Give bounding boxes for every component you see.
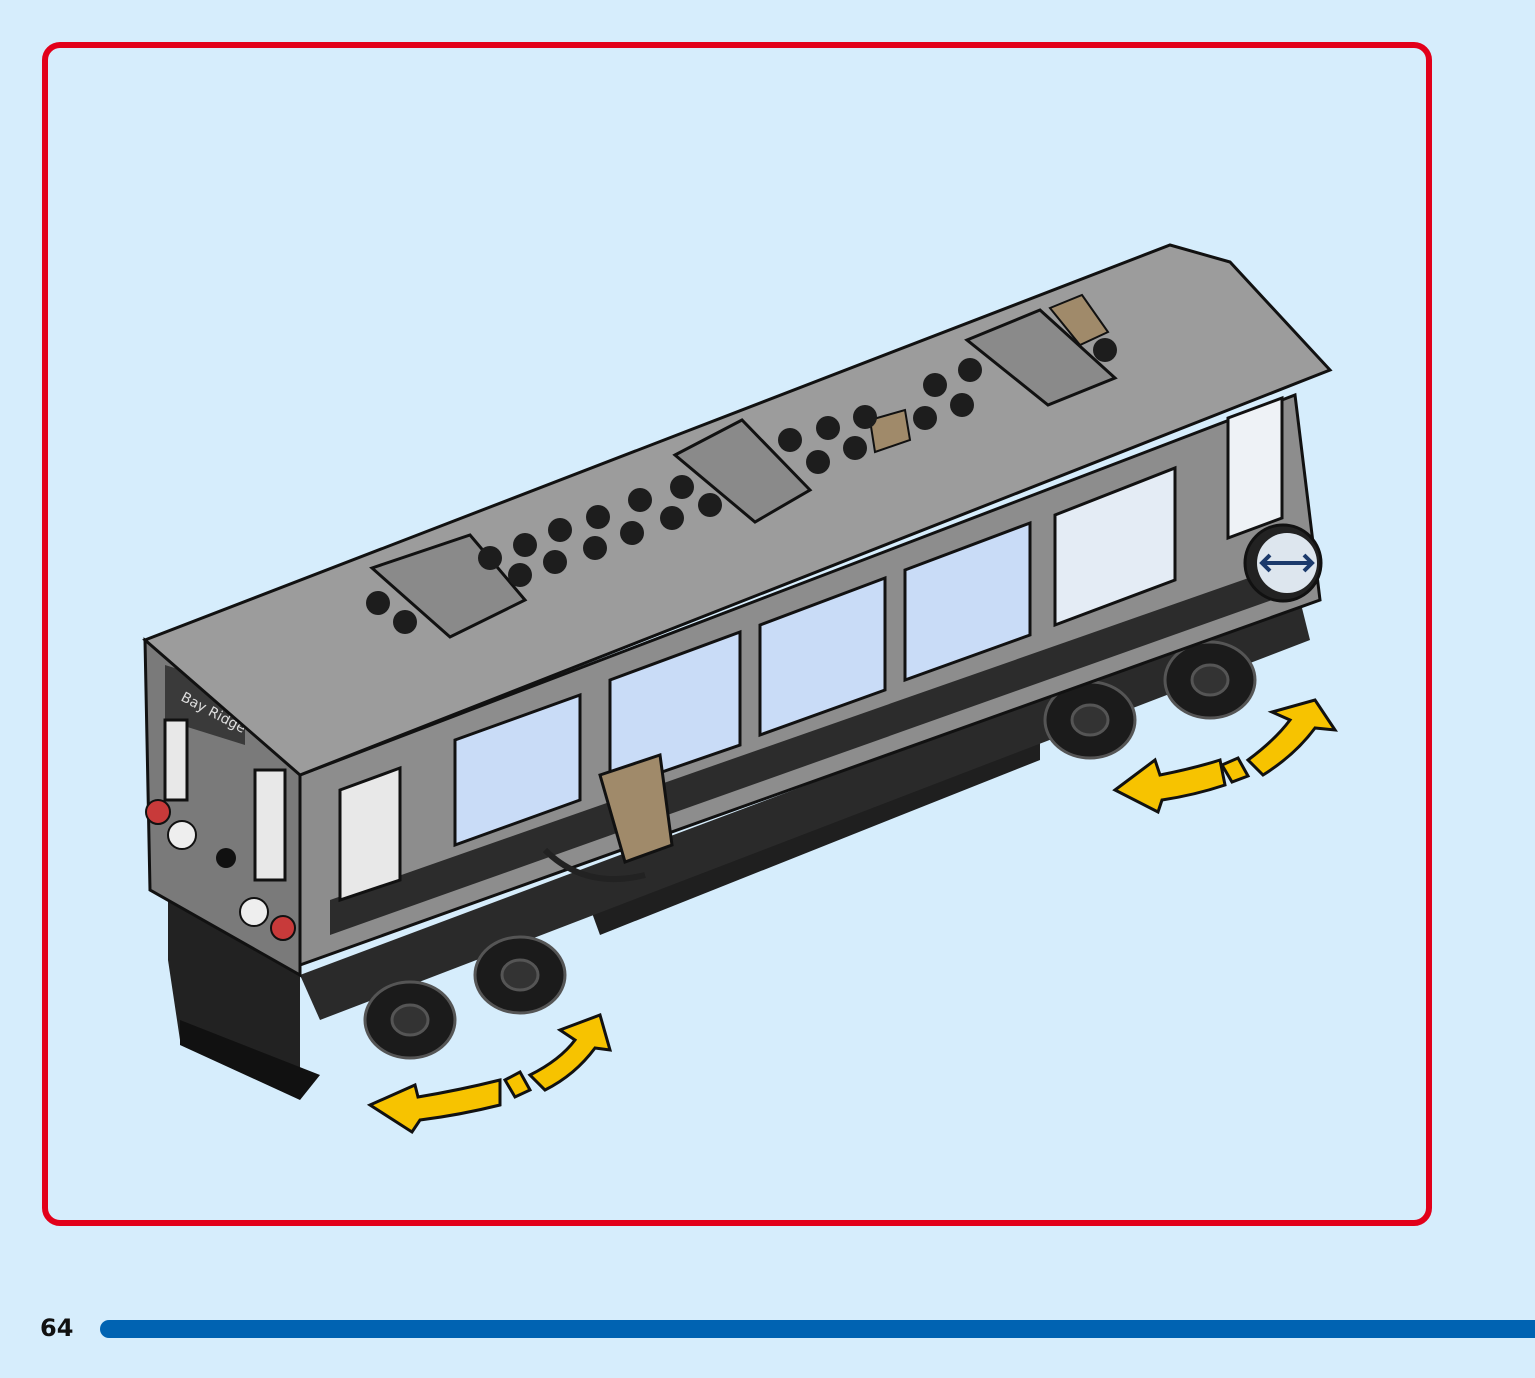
roof-studs: [366, 338, 1117, 634]
windows: [338, 395, 1284, 903]
step-frame: [42, 42, 1432, 1226]
rotate-arrow-icon: [366, 698, 1339, 1135]
front-bogie: [363, 935, 567, 1060]
chassis: [168, 600, 1310, 1100]
roof: [142, 243, 1333, 777]
train-car-illustration: Bay Ridge: [142, 243, 1339, 1135]
rear-bogie: [1043, 640, 1257, 760]
coupler: [542, 753, 674, 883]
page-number: 64: [40, 1314, 74, 1342]
rail-logo-icon: [1243, 523, 1323, 603]
car-side: [298, 392, 1323, 968]
progress-bar: [100, 1320, 1535, 1338]
